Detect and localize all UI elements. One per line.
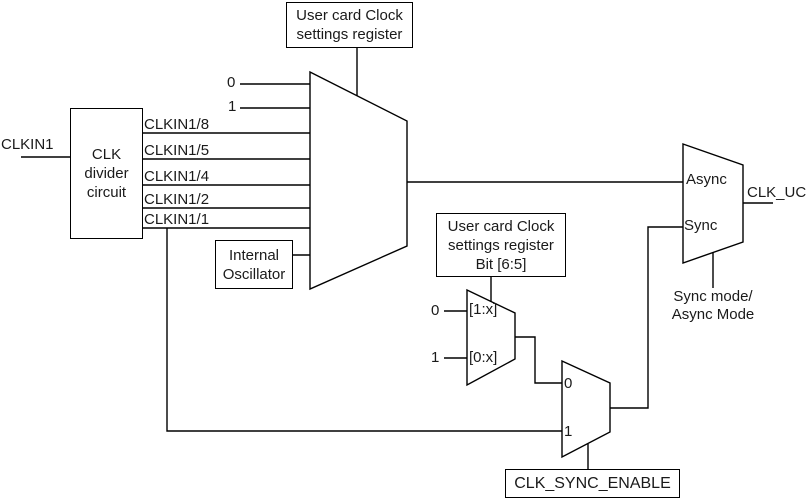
box-text-line: User card Clock [447,217,555,235]
sync-enable-mux-shape [561,359,611,459]
clk-divider-circuit-box: CLK divider circuit [70,108,143,239]
box-text-line: Internal [228,246,280,264]
bit-mux-input0-label: 0 [431,302,440,319]
clkin1-div4-label: CLKIN1/4 [144,168,210,185]
box-text-line: divider [84,165,129,182]
main-clock-mux-shape [309,70,408,291]
bit-mux-tap-upper-label: [1:x] [469,301,498,318]
clkin1-div1-label: CLKIN1/1 [144,211,210,228]
internal-oscillator-box: Internal Oscillator [215,240,293,289]
box-text-line: Oscillator [222,265,286,283]
mode-label-line: Sync mode/ [673,288,753,305]
sync-mux-input1-label: 1 [564,423,573,440]
box-text-line: Bit [6:5] [475,255,527,273]
clkin1-div2-label: CLKIN1/2 [144,191,210,208]
box-text-line: User card Clock [296,7,403,24]
main-mux-input0-label: 0 [227,74,236,91]
output-mux-shape [682,143,744,264]
clkin1-div5-label: CLKIN1/5 [144,142,210,159]
sync-mux-output-wire [610,226,683,409]
clkin1-feedback-wire [166,228,562,432]
box-text-line: circuit [86,184,127,201]
box-text-line: CLK [91,146,122,163]
settings-register-bit65-box: User card Clock settings register Bit [6… [436,213,566,277]
output-mux-sync-label: Sync [684,217,718,234]
user-card-clock-settings-register-box: User card Clock settings register [286,2,413,48]
bit-select-mux-shape [466,288,516,387]
main-mux-input1-label: 1 [228,98,237,115]
clkin1-div8-label: CLKIN1/8 [144,116,210,133]
bit-mux-output-wire [515,336,562,384]
clk-uc-label: CLK_UC [747,184,807,201]
bit-mux-tap-lower-label: [0:x] [469,349,498,366]
output-mux-async-label: Async [686,171,727,188]
clk-sync-enable-box: CLK_SYNC_ENABLE [505,469,680,498]
sync-mux-input0-label: 0 [564,375,573,392]
box-text-line: CLK_SYNC_ENABLE [514,475,671,492]
clkin1-label: CLKIN1 [1,136,54,153]
bit-mux-input1-label: 1 [431,349,440,366]
sync-async-mode-label: Sync mode/ Async Mode [650,288,776,324]
mode-label-line: Async Mode [671,306,755,323]
box-text-line: settings register [296,26,403,43]
box-text-line: settings register [448,236,554,254]
